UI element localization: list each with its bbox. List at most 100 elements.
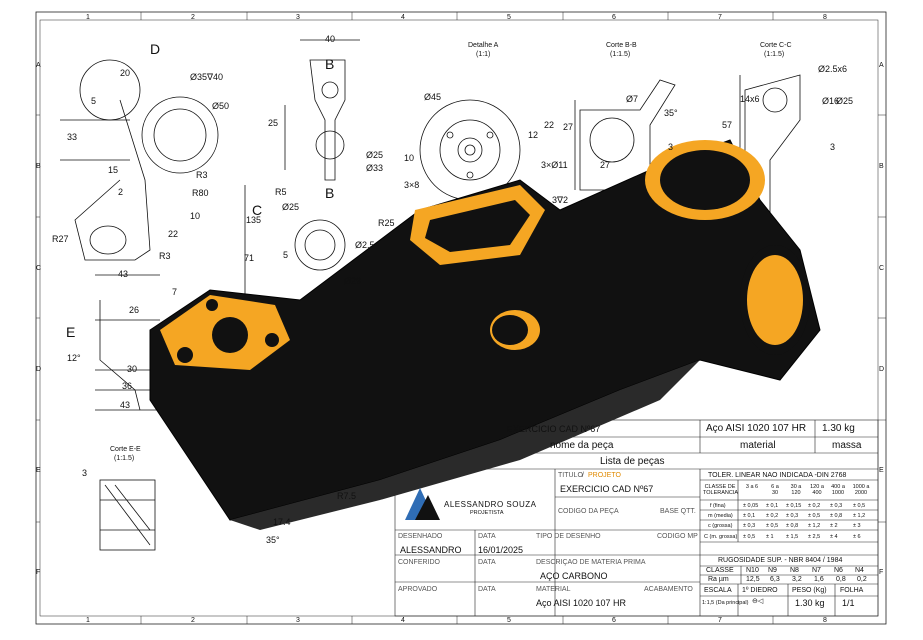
dim: 27 <box>563 122 574 132</box>
dim: Ø25 <box>282 202 300 212</box>
folha-label: FOLHA <box>840 587 864 594</box>
parts-list-title: Lista de peças <box>600 456 665 467</box>
dim: 5 <box>91 96 97 106</box>
dim: 12° <box>67 353 81 363</box>
dim: R7.5 <box>337 491 357 501</box>
data-value: 16/01/2025 <box>478 545 524 555</box>
tol-col: 6 a 30 <box>771 484 779 496</box>
tol-cell: ± 0,1 <box>743 513 756 519</box>
section-bb-lines <box>574 79 676 191</box>
rough-class: N10 <box>746 567 759 574</box>
base-qtt-label: BASE QTT. <box>660 508 696 515</box>
dim: 20 <box>120 68 131 78</box>
tol-row-label: f (fina) <box>710 503 726 509</box>
dim: 25 <box>268 118 279 128</box>
titulo-value: EXERCICIO CAD Nº67 <box>560 484 654 494</box>
dim: 3 <box>830 142 836 152</box>
tol-cell: ± 0,5 <box>853 503 866 509</box>
row-label: E <box>879 467 884 474</box>
parts-code-value: EXERCICIO CAD Nº67 <box>507 424 601 434</box>
peso-label: PESO (Kg) <box>792 587 827 594</box>
logo-sub: PROJETISTA <box>470 510 504 516</box>
col-label: 7 <box>718 14 722 21</box>
tol-cell: ± 3 <box>853 523 861 529</box>
tol-cell: ± 0,3 <box>786 513 799 519</box>
section-cc-title: Corte C-C <box>760 42 792 49</box>
parts-material-header: material <box>740 440 776 451</box>
dim: 22 <box>168 229 179 239</box>
dim: 36 <box>122 381 133 391</box>
tol-cell: ± 1 <box>766 534 774 540</box>
tipo-desenho-label: TIPO DE DESENHO <box>536 533 601 540</box>
dim: 3 <box>668 142 674 152</box>
tol-cell: ± 0,15 <box>786 503 802 509</box>
dim: 10 <box>404 153 415 163</box>
desenhado-value: ALESSANDRO <box>400 545 462 555</box>
tol-cell: ± 1,2 <box>808 523 821 529</box>
tol-cell: ± 0,5 <box>808 513 821 519</box>
section-bb-title: Corte B-B <box>606 42 637 49</box>
col-label: 3 <box>296 14 300 21</box>
detail-a-title: Detalhe A <box>468 42 499 49</box>
col-label: 5 <box>507 14 511 21</box>
dim: 43 <box>120 400 131 410</box>
dim: 3 <box>82 468 88 478</box>
tolerance-title: TOLER. LINEAR NAO INDICADA -DIN 2768 <box>708 472 847 479</box>
dim: Ø35∇40 <box>190 72 224 82</box>
tol-cell: ± 0,05 <box>743 503 759 509</box>
dim: Ø33 <box>366 163 384 173</box>
logo-mark <box>405 488 440 520</box>
dim: 22 <box>544 120 555 130</box>
tol-col: 1000 a 2000 <box>852 484 870 496</box>
roughness-title: RUGOSIDADE SUP. - NBR 8404 / 1984 <box>718 557 843 564</box>
col-label: 2 <box>191 617 195 624</box>
dim: R3 <box>196 170 208 180</box>
dim: R80 <box>192 188 209 198</box>
escala-value: 1:1,5 (Da principal) <box>702 600 749 606</box>
row-label: D <box>879 366 885 373</box>
col-label: 1 <box>86 617 90 624</box>
rough-value: 12,5 <box>746 576 760 583</box>
dim: 40 <box>325 34 336 44</box>
dim: 71 <box>244 253 255 263</box>
dim: 57 <box>722 120 733 130</box>
tol-cell: ± 1,5 <box>786 534 799 540</box>
rough-value: 1,6 <box>814 576 824 583</box>
dim: R3 <box>159 251 171 261</box>
tol-cell: ± 6 <box>853 534 861 540</box>
col-label: 2 <box>191 14 195 21</box>
col-label: 1 <box>86 14 90 21</box>
dim: Ø25 <box>366 150 384 160</box>
acabamento-label: ACABAMENTO <box>644 586 693 593</box>
section-marker-e: E <box>66 324 76 340</box>
row-label: C <box>36 265 42 272</box>
row-label: A <box>879 62 884 69</box>
row-label: E <box>36 467 41 474</box>
section-ee-lines <box>99 479 156 551</box>
detail-a-scale: (1:1) <box>476 51 491 58</box>
dim: 5 <box>283 250 289 260</box>
dim: Ø45 <box>424 92 442 102</box>
dim: Ø7 <box>626 94 639 104</box>
rough-value: 3,2 <box>792 576 802 583</box>
section-cc-scale: (1:1.5) <box>764 51 785 58</box>
dim: 43 <box>118 269 129 279</box>
col-label: 7 <box>718 617 722 624</box>
col-label: 8 <box>823 14 827 21</box>
dim: Ø50 <box>212 101 230 111</box>
title-block-grid <box>394 419 879 617</box>
material-value: Aço AISI 1020 107 HR <box>536 598 627 608</box>
dim: 12 <box>528 130 539 140</box>
dim: 3×8 <box>404 180 420 190</box>
tol-col: 400 a 1000 <box>831 484 845 496</box>
escala-label: ESCALA <box>704 587 732 594</box>
dim: 3∇2 <box>552 195 569 205</box>
section-ee-scale: (1:1.5) <box>114 455 135 462</box>
diedro-label: 1º DIEDRO <box>742 587 778 594</box>
dim: 3×Ø11 <box>541 160 568 170</box>
parts-name-header: nome da peça <box>550 440 614 451</box>
tol-cell: ± 1,2 <box>853 513 866 519</box>
col-label: 6 <box>612 14 616 21</box>
rough-class: N8 <box>790 567 799 574</box>
